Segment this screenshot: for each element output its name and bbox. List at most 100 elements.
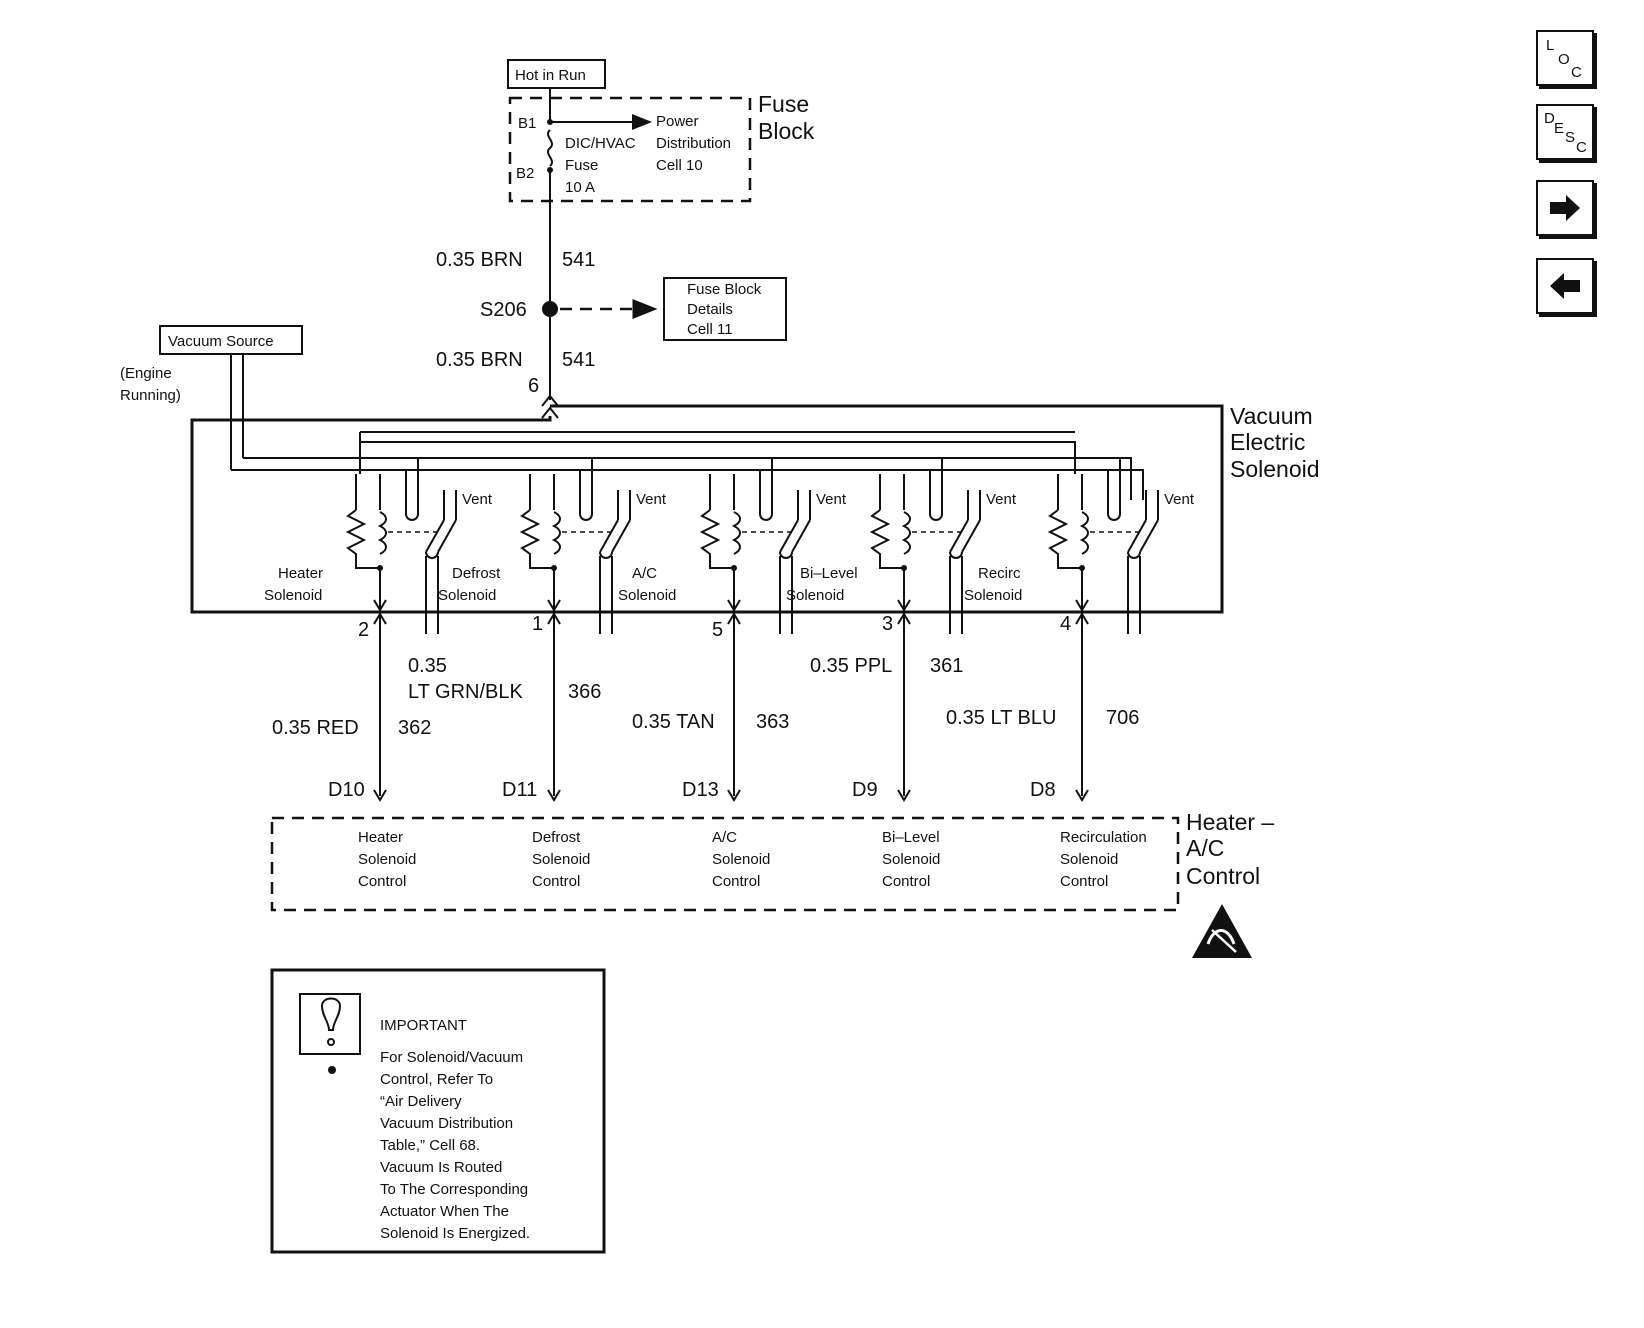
fuse-pin-b1: B1 xyxy=(518,115,536,132)
feed-wire-gauge-top: 0.35 BRN xyxy=(436,249,523,271)
control-title-3: Control xyxy=(1186,863,1260,889)
recirc-wire-gauge: 0.35 LT BLU xyxy=(946,707,1056,729)
desc-letter-d: D xyxy=(1544,110,1555,127)
solenoid-title-2: Electric xyxy=(1230,429,1305,455)
heater-wire-gauge: 0.35 RED xyxy=(272,717,359,739)
previous-page-button[interactable] xyxy=(1536,258,1594,314)
defrost-coil xyxy=(551,511,561,555)
important-line: Solenoid Is Energized. xyxy=(380,1225,530,1242)
solenoid-housing xyxy=(190,404,1224,614)
details-3: Cell 11 xyxy=(687,321,733,338)
bilevel-control-label-2: Solenoid xyxy=(882,851,940,868)
defrost-resistor xyxy=(519,509,554,569)
fuse-block-title-1: Fuse xyxy=(758,91,809,117)
ac-wire-gauge: 0.35 TAN xyxy=(632,711,715,733)
important-line: Vacuum Is Routed xyxy=(380,1159,502,1176)
important-heading: IMPORTANT xyxy=(380,1017,467,1034)
heater-resistor xyxy=(345,509,380,569)
bilevel-wire-gauge: 0.35 PPL xyxy=(810,655,892,677)
fuse-name-3: 10 A xyxy=(565,179,595,196)
defrost-valve xyxy=(579,513,593,521)
details-2: Details xyxy=(687,301,733,318)
next-page-button[interactable] xyxy=(1536,180,1594,236)
vacuum-source-note-2: Running) xyxy=(120,387,181,404)
ac-wire-circuit: 363 xyxy=(756,711,789,733)
ac-control-label-1: A/C xyxy=(712,829,737,846)
control-title-1: Heater – xyxy=(1186,809,1274,835)
fuse-block-details-box xyxy=(663,277,787,341)
heater-solenoid-name-1: Heater xyxy=(278,565,323,582)
note-icon-frame xyxy=(299,993,361,1055)
bilevel-pin: 3 xyxy=(882,613,893,635)
location-button[interactable]: L O C xyxy=(1536,30,1594,86)
ac-valve xyxy=(759,513,773,521)
recirc-control-label-2: Solenoid xyxy=(1060,851,1118,868)
defrost-solenoid-name-2: Solenoid xyxy=(438,587,496,604)
recirc-connector: D8 xyxy=(1030,779,1056,801)
hot-in-run-box xyxy=(507,59,606,89)
recirc-solenoid-name-2: Solenoid xyxy=(964,587,1022,604)
bilevel-wire-circuit: 361 xyxy=(930,655,963,677)
vacuum-electric-solenoid: Vacuum Electric Solenoid VentHeaterSolen… xyxy=(190,403,1320,634)
ac-vent-label: Vent xyxy=(816,491,847,508)
desc-letter-c: C xyxy=(1576,139,1587,156)
description-button[interactable]: D E S C xyxy=(1536,104,1594,160)
vacuum-source-label: Vacuum Source xyxy=(168,333,274,350)
defrost-solenoid-name-1: Defrost xyxy=(452,565,501,582)
note-bullet xyxy=(328,1066,336,1074)
heater-control-label-3: Control xyxy=(358,873,406,890)
loc-letter-c: C xyxy=(1571,64,1582,81)
defrost-wire-circuit: 366 xyxy=(568,681,601,703)
heater-ac-control: Heater – A/C Control HeaterSolenoidContr… xyxy=(270,809,1274,958)
bilevel-solenoid-name-1: Bi–Level xyxy=(800,565,858,582)
bilevel-valve xyxy=(929,513,943,521)
important-line: For Solenoid/Vacuum xyxy=(380,1049,523,1066)
ac-coil xyxy=(731,511,741,555)
important-line: Control, Refer To xyxy=(380,1071,493,1088)
defrost-vent-label: Vent xyxy=(636,491,667,508)
important-line: Table,” Cell 68. xyxy=(380,1137,480,1154)
heater-solenoid-name-2: Solenoid xyxy=(264,587,322,604)
bilevel-control-label-1: Bi–Level xyxy=(882,829,940,846)
splice-label: S206 xyxy=(480,299,527,321)
heater-ac-control-outline xyxy=(270,816,1180,912)
fuse-name-1: DIC/HVAC xyxy=(565,135,636,152)
recirc-valve xyxy=(1107,513,1121,521)
defrost-wire-gauge-1: 0.35 xyxy=(408,655,447,677)
vacuum-manifold-outer xyxy=(231,469,1144,500)
control-wires: 0.35 RED 362 0.35 LT GRN/BLK 366 0.35 TA… xyxy=(272,612,1139,802)
desc-letter-e: E xyxy=(1554,120,1565,137)
heater-connector: D10 xyxy=(328,779,365,801)
recirc-control-label-3: Control xyxy=(1060,873,1108,890)
heater-valve xyxy=(405,513,419,521)
recirc-control-label-1: Recirculation xyxy=(1060,829,1147,846)
power-dist-1: Power xyxy=(656,113,699,130)
important-line: “Air Delivery xyxy=(380,1093,462,1110)
solenoid-units: VentHeaterSolenoidVentDefrostSolenoidVen… xyxy=(264,458,1195,634)
fuse-block-outline xyxy=(508,96,752,203)
defrost-connector: D11 xyxy=(502,779,537,801)
recirc-resistor xyxy=(1047,509,1082,569)
splice-s206 xyxy=(542,301,558,317)
feed-wire-circuit-top: 541 xyxy=(562,249,595,271)
vacuum-manifold-inner xyxy=(243,457,1132,500)
defrost-control-label-1: Defrost xyxy=(532,829,581,846)
control-title-2: A/C xyxy=(1186,835,1224,861)
lightbulb-icon xyxy=(320,997,342,1046)
fuse-block-title-2: Block xyxy=(758,118,815,144)
heater-control-label-1: Heater xyxy=(358,829,403,846)
heater-wire-circuit: 362 xyxy=(398,717,431,739)
important-line: Actuator When The xyxy=(380,1203,509,1220)
ac-solenoid-name-2: Solenoid xyxy=(618,587,676,604)
right-arrow-icon xyxy=(1550,195,1580,221)
important-note-box xyxy=(270,968,606,1254)
defrost-control-label-2: Solenoid xyxy=(532,851,590,868)
defrost-pin: 1 xyxy=(532,613,543,635)
